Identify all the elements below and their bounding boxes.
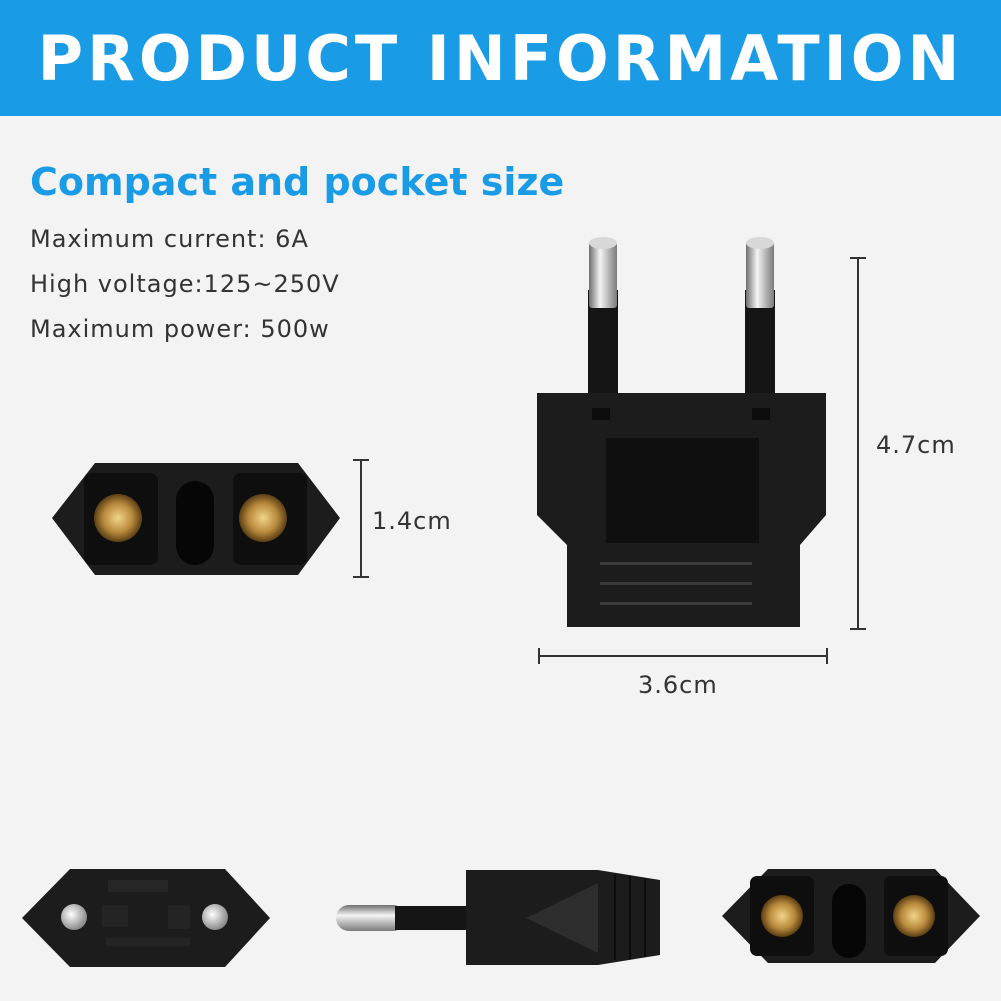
socket-face-view-small bbox=[722, 869, 980, 963]
socket-face-view bbox=[52, 463, 340, 575]
plug-front-view bbox=[537, 237, 826, 627]
dimension-depth-label: 1.4cm bbox=[372, 507, 452, 535]
dimension-height-label: 4.7cm bbox=[876, 431, 956, 459]
spec-max-power: Maximum power: 500w bbox=[30, 315, 330, 343]
brass-contact-left bbox=[94, 494, 142, 542]
dimension-line-width bbox=[538, 648, 828, 664]
page-title: PRODUCT INFORMATION bbox=[37, 21, 964, 95]
plug-side-view bbox=[336, 870, 660, 965]
header-banner: PRODUCT INFORMATION bbox=[0, 0, 1001, 116]
pin-tip-right bbox=[202, 904, 228, 930]
pin-tip-left bbox=[61, 904, 87, 930]
dimension-line-height bbox=[850, 257, 866, 630]
section-subtitle: Compact and pocket size bbox=[30, 160, 565, 204]
brass-contact-left-small bbox=[761, 895, 803, 937]
dimension-line-depth bbox=[353, 459, 369, 578]
brass-contact-right-small bbox=[893, 895, 935, 937]
plug-label-area bbox=[606, 438, 759, 543]
plug-back-view bbox=[22, 869, 270, 967]
plug-pin-right bbox=[745, 237, 775, 395]
brass-contact-right bbox=[239, 494, 287, 542]
plug-pin-left bbox=[588, 237, 618, 395]
dimension-width-label: 3.6cm bbox=[638, 671, 718, 699]
spec-voltage: High voltage:125~250V bbox=[30, 270, 340, 298]
spec-max-current: Maximum current: 6A bbox=[30, 225, 309, 253]
